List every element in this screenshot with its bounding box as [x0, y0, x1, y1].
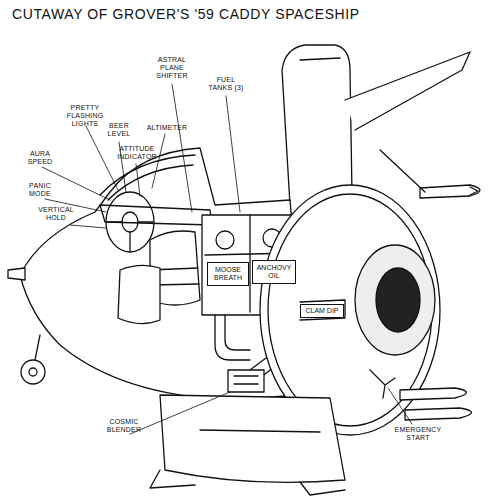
callout-label: ASTRAL PLANE SHIFTER — [150, 56, 194, 80]
fuel-tank-panel: CLAM DIP — [300, 304, 344, 318]
callout-label: ALTIMETER — [142, 124, 192, 132]
callout-label: COSMIC BLENDER — [100, 418, 148, 434]
fuel-tank-panel: ANCHOVY OIL — [252, 260, 296, 284]
callout-label: AURA SPEED — [20, 150, 60, 166]
fuel-tank-panel: MOOSE BREATH — [207, 262, 249, 286]
diagram-title: CUTAWAY OF GROVER'S '59 CADDY SPACESHIP — [12, 6, 360, 22]
callout-label: ATTITUDE INDICATOR — [110, 145, 164, 161]
tank-label: MOOSE BREATH — [210, 266, 246, 282]
callout-label: BEER LEVEL — [103, 122, 135, 138]
callout-label: PANIC MODE — [20, 182, 60, 198]
tank-label: ANCHOVY OIL — [255, 264, 293, 280]
callout-label: EMERGENCY START — [390, 426, 446, 442]
callout-label: VERTICAL HOLD — [34, 206, 78, 222]
tank-label: CLAM DIP — [305, 307, 338, 315]
callout-label: PRETTY FLASHING LIGHTS — [56, 104, 114, 128]
callout-label: FUEL TANKS (3) — [204, 76, 248, 92]
